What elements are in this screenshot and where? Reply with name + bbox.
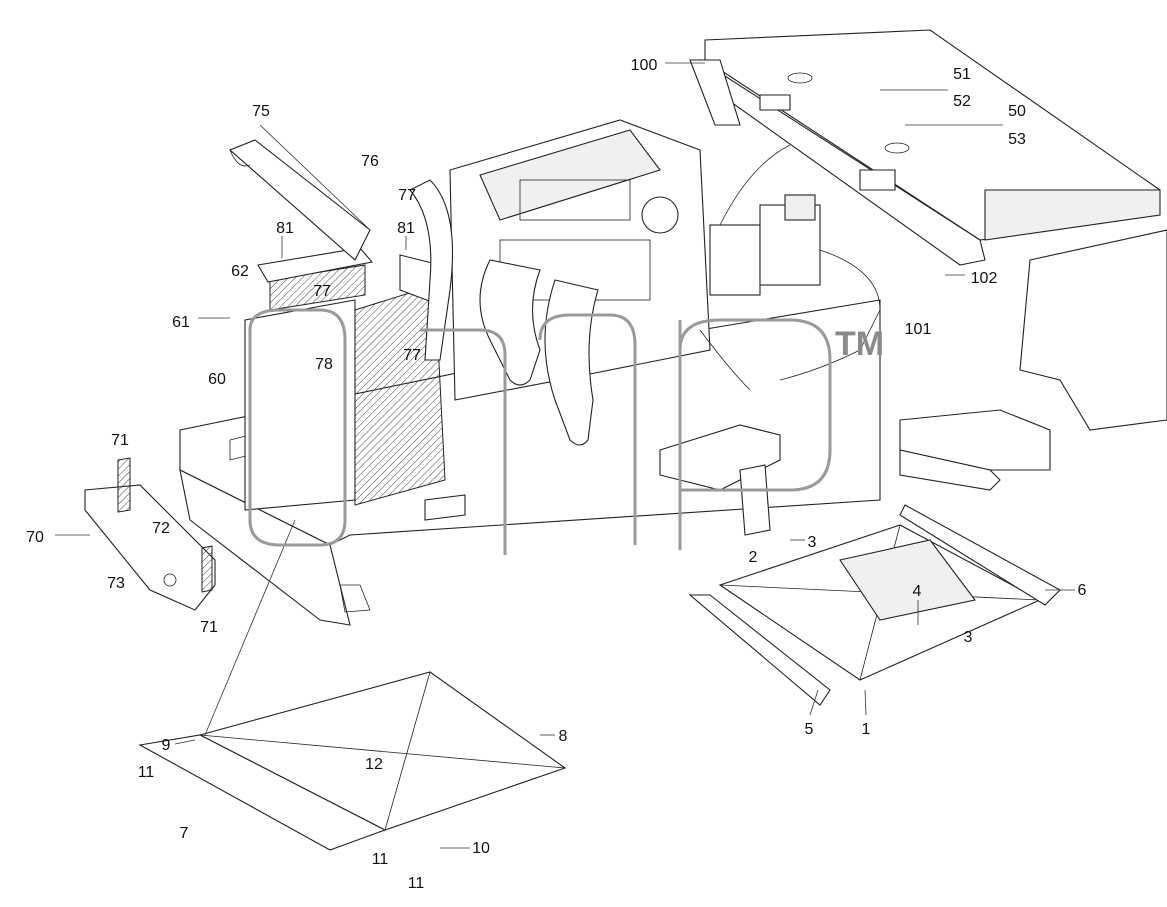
part-label-75: 75 bbox=[252, 103, 270, 120]
part-label-81: 81 bbox=[276, 220, 294, 237]
cover-75 bbox=[228, 139, 371, 261]
part-label-73: 73 bbox=[107, 575, 125, 592]
part-label-102: 102 bbox=[971, 270, 998, 287]
bottom-guard-8 bbox=[138, 671, 567, 851]
part-label-12: 12 bbox=[365, 756, 383, 773]
part-label-1: 1 bbox=[862, 721, 871, 738]
part-label-78: 78 bbox=[315, 356, 333, 373]
part-label-77: 77 bbox=[313, 283, 331, 300]
part-label-77: 77 bbox=[403, 347, 421, 364]
part-label-3: 3 bbox=[808, 534, 817, 551]
part-label-5: 5 bbox=[805, 721, 814, 738]
part-label-60: 60 bbox=[208, 371, 226, 388]
part-label-100: 100 bbox=[631, 57, 658, 74]
part-label-3: 3 bbox=[964, 629, 973, 646]
rear-frame-beam bbox=[699, 29, 1161, 266]
engine-mount-brackets bbox=[659, 424, 781, 536]
part-label-71: 71 bbox=[111, 432, 129, 449]
part-label-72: 72 bbox=[152, 520, 170, 537]
part-label-77: 77 bbox=[398, 187, 416, 204]
part-label-11: 11 bbox=[372, 851, 389, 868]
side-frame-right bbox=[899, 229, 1167, 491]
radiator-unit-60 bbox=[244, 247, 446, 511]
part-label-52: 52 bbox=[953, 93, 971, 110]
part-label-70: 70 bbox=[26, 529, 44, 546]
part-label-11: 11 bbox=[408, 875, 425, 892]
engine-assembly bbox=[409, 119, 711, 446]
leader-lines bbox=[55, 62, 1075, 849]
hydraulic-pump bbox=[709, 194, 821, 296]
part-label-71: 71 bbox=[200, 619, 218, 636]
part-label-51: 51 bbox=[953, 66, 971, 83]
part-label-50: 50 bbox=[1008, 103, 1026, 120]
part-label-101: 101 bbox=[905, 321, 932, 338]
part-label-76: 76 bbox=[361, 153, 379, 170]
bumper-70 bbox=[84, 457, 216, 611]
part-label-9: 9 bbox=[162, 737, 171, 754]
part-label-11: 11 bbox=[138, 764, 155, 781]
trademark-symbol: TM bbox=[835, 325, 884, 363]
part-label-10: 10 bbox=[472, 840, 490, 857]
hoses bbox=[699, 144, 881, 391]
part-label-2: 2 bbox=[749, 549, 758, 566]
part-label-62: 62 bbox=[231, 263, 249, 280]
bottom-guard-1 bbox=[688, 504, 1061, 706]
part-label-61: 61 bbox=[172, 314, 190, 331]
part-label-6: 6 bbox=[1078, 582, 1087, 599]
part-label-8: 8 bbox=[559, 728, 568, 745]
part-label-4: 4 bbox=[913, 583, 922, 600]
part-label-81: 81 bbox=[397, 220, 415, 237]
part-label-7: 7 bbox=[180, 825, 189, 842]
watermark-logo: TM bbox=[248, 308, 884, 555]
part-label-53: 53 bbox=[1008, 131, 1026, 148]
bracket-plate-100 bbox=[689, 59, 741, 126]
